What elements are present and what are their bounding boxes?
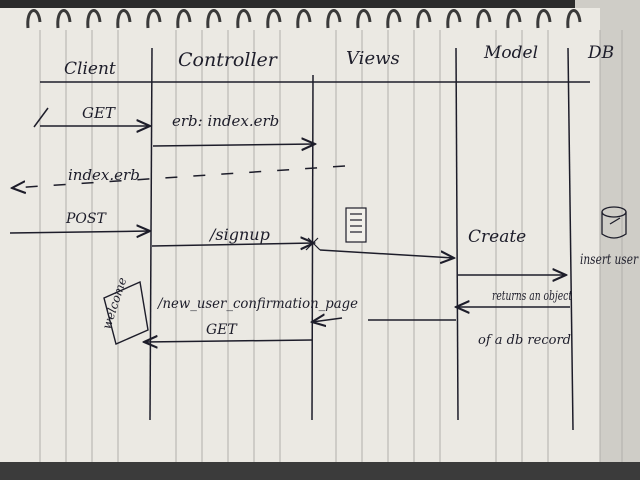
get-response-label: GET [206,322,238,338]
post-request-label: POST [65,211,107,227]
spiral-binding [26,9,582,29]
lane-views-label: Views [346,48,400,69]
database-icon [601,206,627,239]
get-request-tick [33,107,49,128]
lane-model-label: Model [483,43,538,63]
signup-arrow [151,243,314,246]
confirmation-page-label: /new_user_confirmation_page [156,296,358,312]
create-arrow [319,249,454,258]
confirmation-arrow [312,318,343,322]
lane-controller-label: Controller [178,49,279,71]
page-bottom-edge [0,462,640,480]
ruled-lines [39,30,623,465]
notebook-page [0,8,600,466]
returns-object-label: returns an object [492,289,573,304]
db-record-label: of a db record [478,333,571,348]
get-request-label: GET [82,104,116,122]
get-response-arrow [144,340,313,342]
signup-arrow-cross [305,237,321,251]
lane-db-label: DB [587,43,614,63]
erb-render-arrow [152,144,315,146]
erb-render-label: erb: index.erb [172,112,279,130]
lane-client-label: Client [64,59,116,79]
index-response-label: index.erb [68,166,140,184]
post-request-arrow [9,231,150,233]
signup-label: /signup [208,225,270,244]
insert-user-label: insert user [580,252,639,268]
create-label: Create [468,227,526,247]
document-icon [345,207,367,243]
